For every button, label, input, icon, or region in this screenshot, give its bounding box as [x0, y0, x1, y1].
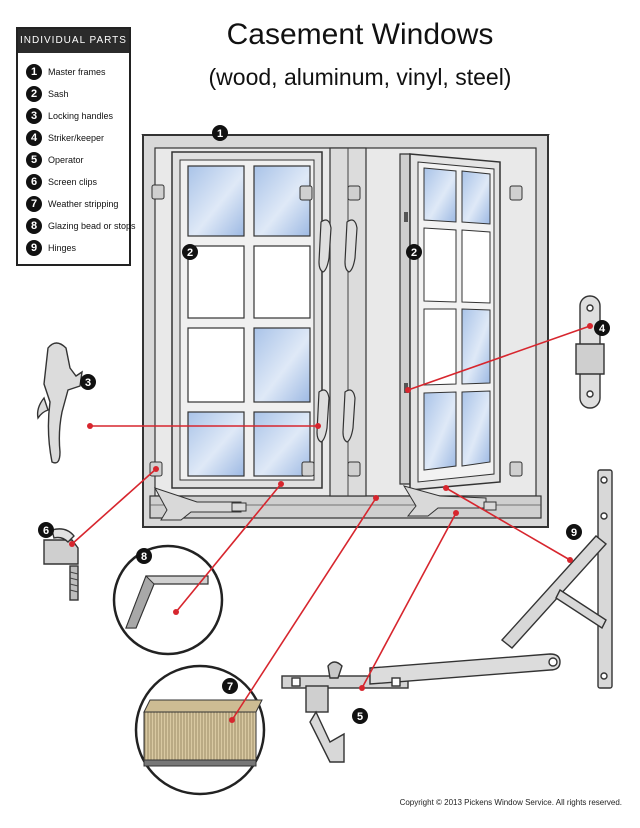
legend-item: 6 Screen clips: [26, 173, 97, 191]
callout-weather-strip: 7: [222, 678, 238, 694]
legend-item-label: Operator: [48, 155, 84, 165]
copyright-notice: Copyright © 2013 Pickens Window Service.…: [399, 798, 622, 807]
legend-item-label: Striker/keeper: [48, 133, 105, 143]
legend-item: 2 Sash: [26, 85, 69, 103]
sill-operators: [153, 485, 497, 521]
legend-item-label: Weather stripping: [48, 199, 119, 209]
legend-item-number: 6: [26, 174, 42, 190]
callout-sash-right-number: 2: [411, 247, 417, 259]
legend-item-number: 1: [26, 64, 42, 80]
operator-detail: [281, 653, 561, 763]
right-sash-open: [399, 153, 501, 491]
legend-item-number: 8: [26, 218, 42, 234]
hinge-detail: [500, 469, 613, 689]
callout-sash-left: 2: [182, 244, 198, 260]
left-sash: [171, 151, 323, 489]
callout-screen-clip: 6: [38, 522, 54, 538]
legend-item-number: 9: [26, 240, 42, 256]
legend-item: 5 Operator: [26, 151, 84, 169]
leader-dots: [69, 323, 593, 723]
callout-hinge: 9: [566, 524, 582, 540]
legend-heading: INDIVIDUAL PARTS: [18, 29, 129, 53]
legend-item-label: Master frames: [48, 67, 106, 77]
left-sash-panes: [187, 165, 311, 477]
right-sash-panes: [423, 167, 491, 471]
weather-stripping-detail: [134, 664, 266, 796]
legend-item-label: Sash: [48, 89, 69, 99]
legend-item: 9 Hinges: [26, 239, 76, 257]
callout-weather-strip-number: 7: [227, 681, 233, 693]
glazing-bead-detail: [112, 544, 224, 656]
legend-item-label: Screen clips: [48, 177, 98, 187]
legend-item-number: 7: [26, 196, 42, 212]
callout-hinge-number: 9: [571, 527, 577, 539]
callout-glazing-bead-number: 8: [141, 551, 147, 563]
legend-item: 4 Striker/keeper: [26, 129, 104, 147]
callout-operator: 5: [352, 708, 368, 724]
callout-sash-left-number: 2: [187, 247, 193, 259]
frame-screen-clips: [149, 184, 523, 477]
parts-legend: INDIVIDUAL PARTS 1 Master frames 2 Sash …: [16, 27, 136, 266]
striker-keeper-detail: [575, 295, 605, 409]
legend-item-label: Glazing bead or stops: [48, 221, 136, 231]
page-subtitle: (wood, aluminum, vinyl, steel): [208, 64, 512, 90]
legend-item-number: 5: [26, 152, 42, 168]
legend-item-number: 3: [26, 108, 42, 124]
sash-keeper-top: [404, 212, 408, 222]
callout-sash-right: 2: [406, 244, 422, 260]
callout-striker-number: 4: [599, 323, 606, 335]
screen-clip-detail: [43, 528, 79, 601]
callout-badges: 1 2 2 3 4 6 8: [38, 125, 610, 724]
legend-item-number: 4: [26, 130, 42, 146]
callout-glazing-bead: 8: [136, 548, 152, 564]
callout-handle-number: 3: [85, 377, 91, 389]
legend-item: 1 Master frames: [26, 63, 106, 81]
callout-screen-clip-number: 6: [43, 525, 49, 537]
leader-lines: [71, 325, 591, 721]
legend-item-label: Hinges: [48, 243, 77, 253]
callout-frame: 1: [212, 125, 228, 141]
legend-item: 3 Locking handles: [26, 107, 113, 125]
frame-locking-handles: [316, 219, 358, 443]
page-title: Casement Windows: [226, 18, 494, 51]
locking-handle-detail: [36, 342, 83, 464]
callout-striker: 4: [594, 320, 610, 336]
callout-handle: 3: [80, 374, 96, 390]
callout-operator-number: 5: [357, 711, 363, 723]
legend-item-number: 2: [26, 86, 42, 102]
callout-frame-number: 1: [217, 128, 223, 140]
legend-item-label: Locking handles: [48, 111, 114, 121]
legend-item: 8 Glazing bead or stops: [26, 217, 136, 235]
legend-item: 7 Weather stripping: [26, 195, 118, 213]
